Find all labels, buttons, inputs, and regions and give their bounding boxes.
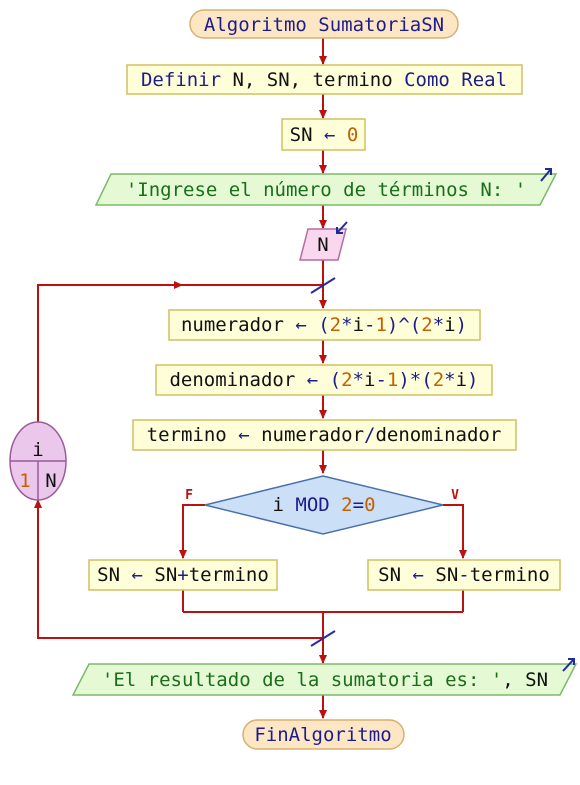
termino-label: termino ← numerador/denominador [147, 424, 502, 446]
text-run: i [353, 314, 364, 336]
true-branch-box [367, 559, 561, 591]
text-run: * [353, 369, 364, 391]
text-run: SN [97, 564, 120, 586]
text-run: termino [189, 564, 269, 586]
text-run: i [272, 494, 295, 516]
true-label: V [451, 488, 459, 503]
end-terminal [242, 719, 405, 750]
text-run: denominador [169, 369, 295, 391]
output-parallelogram-1 [94, 173, 558, 206]
define-label: Definir N, SN, termino Como Real [141, 69, 507, 91]
output1-label: 'Ingrese el número de términos N: ' [126, 179, 526, 201]
output-arrow-icon-1 [540, 168, 552, 182]
loop-tick-bottom [310, 630, 336, 647]
output2-label: 'El resultado de la sumatoria es: ', SN [102, 669, 548, 691]
text-run: Algoritmo SumatoriaSN [204, 14, 444, 36]
text-run [330, 494, 341, 516]
text-run: Como Real [404, 69, 507, 91]
denominador-label: denominador ← (2*i-1)*(2*i) [169, 369, 478, 391]
text-run: MOD [295, 494, 329, 516]
text-run: denominador [375, 424, 501, 446]
text-run: termino [470, 564, 550, 586]
text-run: ← [120, 564, 154, 586]
text-run: 2 [330, 314, 341, 336]
false-branch-box [88, 559, 278, 591]
text-run: i [444, 314, 455, 336]
text-run: - [364, 314, 375, 336]
text-run: Definir [141, 69, 221, 91]
end-label: FinAlgoritmo [254, 724, 391, 746]
text-run: 'El resultado de la sumatoria es: ' [102, 669, 502, 691]
text-run: ← [401, 564, 435, 586]
text-run: 0 [347, 124, 358, 146]
text-run: FinAlgoritmo [254, 724, 391, 746]
numerador-box [168, 309, 481, 341]
start-terminal [189, 9, 459, 39]
text-run: SN [154, 564, 177, 586]
true-branch-label: SN ← SN-termino [378, 564, 550, 586]
input-parallelogram [299, 228, 347, 261]
text-run: , SN [502, 669, 548, 691]
output-parallelogram-2 [71, 663, 578, 696]
text-run: ← [227, 424, 261, 446]
text-run: 0 [364, 494, 375, 516]
connector-decision-false [179, 504, 205, 559]
text-run: - [458, 564, 469, 586]
connector-decision-true [443, 504, 467, 559]
output-arrow-icon-2 [562, 658, 575, 672]
text-run: SN [378, 564, 401, 586]
text-run: numerador [261, 424, 364, 446]
connector-loop-bottom [34, 499, 323, 639]
false-label: F [185, 488, 193, 503]
numerador-label: numerador ← (2*i-1)^(2*i) [181, 314, 467, 336]
input-label: N [317, 234, 328, 256]
text-run: N [317, 234, 328, 256]
loop-to-label: N [45, 470, 56, 492]
connector-loop-top [37, 284, 323, 422]
text-run: ) [467, 369, 478, 391]
text-run: 'Ingrese el número de términos N: ' [126, 179, 526, 201]
text-run: i [456, 369, 467, 391]
text-run: * [341, 314, 352, 336]
decision-diamond [204, 475, 444, 535]
loop-from-label: 1 [19, 470, 30, 492]
text-run: 1 [387, 369, 398, 391]
text-run: 2 [341, 494, 352, 516]
init-label: SN ← 0 [290, 124, 359, 146]
denominador-box [155, 364, 493, 396]
start-label: Algoritmo SumatoriaSN [204, 14, 444, 36]
text-run: / [364, 424, 375, 446]
text-run: SN [435, 564, 458, 586]
text-run: numerador [181, 314, 284, 336]
loop-tick-top [310, 277, 336, 294]
text-run: 1 [375, 314, 386, 336]
text-run: * [433, 314, 444, 336]
define-box [126, 64, 523, 95]
text-run: ← ( [284, 314, 330, 336]
text-run: )^( [387, 314, 421, 336]
text-run: SN [290, 124, 313, 146]
text-run: i [364, 369, 375, 391]
text-run: * [444, 369, 455, 391]
termino-box [132, 419, 517, 451]
text-run: ← [313, 124, 347, 146]
false-branch-label: SN ← SN+termino [97, 564, 269, 586]
for-loop-node [9, 421, 67, 501]
input-arrow-icon [336, 221, 348, 234]
init-box [281, 118, 366, 151]
text-run: - [375, 369, 386, 391]
text-run: 2 [421, 314, 432, 336]
text-run: 2 [341, 369, 352, 391]
text-run: = [353, 494, 364, 516]
decision-label: i MOD 2=0 [272, 494, 375, 516]
text-run: termino [147, 424, 227, 446]
text-run: ← ( [295, 369, 341, 391]
text-run: + [177, 564, 188, 586]
text-run: N, SN, termino [221, 69, 404, 91]
text-run: 2 [433, 369, 444, 391]
text-run: ) [456, 314, 467, 336]
text-run: )*( [398, 369, 432, 391]
loop-var-label: i [32, 439, 43, 461]
